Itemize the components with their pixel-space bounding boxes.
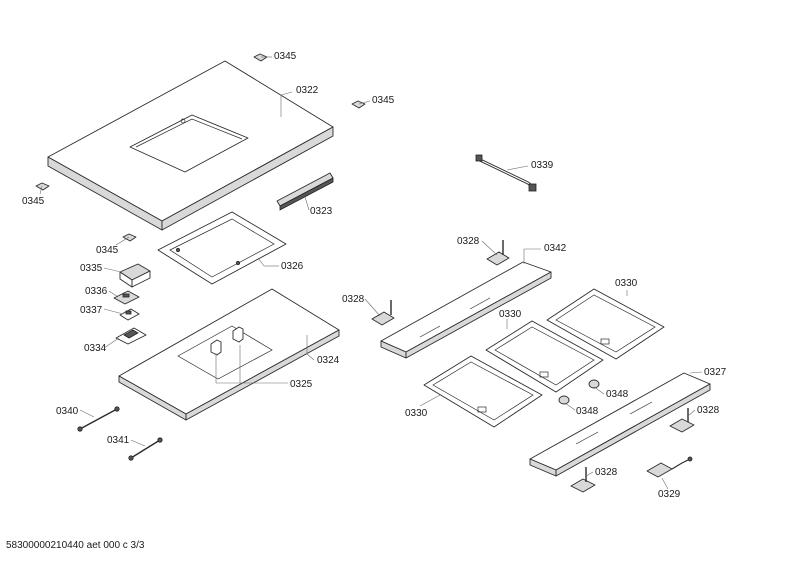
part-0326-frame[interactable] <box>157 211 287 285</box>
part-0334-socket[interactable] <box>115 327 147 345</box>
drawing-id-footer: 58300000210440 aet 000 c 3/3 <box>6 540 145 551</box>
part-0348-knob-a[interactable] <box>588 379 600 389</box>
callout-labels: 0345 0322 0345 0339 0345 0323 0345 0328 … <box>22 51 727 500</box>
part-0335-module[interactable] <box>119 263 151 288</box>
leader-lines <box>39 56 703 490</box>
callout-0328-a: 0328 <box>457 236 480 247</box>
part-0328-bracket-d[interactable] <box>570 467 596 493</box>
part-0341-rod[interactable] <box>128 437 163 461</box>
callout-0326: 0326 <box>281 261 304 272</box>
callout-0330-c: 0330 <box>405 408 428 419</box>
callout-0335: 0335 <box>80 263 103 274</box>
callout-0341: 0341 <box>107 435 130 446</box>
callout-0322: 0322 <box>296 85 319 96</box>
callout-0345-c: 0345 <box>22 196 45 207</box>
part-0330-filter-c[interactable] <box>423 355 543 428</box>
part-0345-clip-d[interactable] <box>122 233 137 242</box>
callout-0323: 0323 <box>310 206 333 217</box>
part-0323-strip[interactable] <box>276 172 334 211</box>
callout-0329: 0329 <box>658 489 681 500</box>
callout-0345-a: 0345 <box>274 51 297 62</box>
part-0329-lamp-harness[interactable] <box>646 456 693 478</box>
part-0328-bracket-c[interactable] <box>669 408 695 433</box>
callout-0342: 0342 <box>544 243 567 254</box>
callout-0340: 0340 <box>56 406 79 417</box>
callout-0345-b: 0345 <box>372 95 395 106</box>
part-0342-rail[interactable] <box>380 261 552 359</box>
part-0322-cover-panel[interactable] <box>47 60 334 231</box>
callout-0339: 0339 <box>531 160 554 171</box>
part-0330-filter-a[interactable] <box>546 288 665 360</box>
part-0324-base-tray[interactable] <box>118 288 340 421</box>
callout-0328-d: 0328 <box>595 467 618 478</box>
callout-0325: 0325 <box>290 379 313 390</box>
part-0345-clip-a[interactable] <box>253 53 268 62</box>
part-0330-filter-b[interactable] <box>485 320 604 393</box>
callout-0327: 0327 <box>704 367 727 378</box>
part-0327-rail[interactable] <box>529 372 711 477</box>
part-0328-bracket-a[interactable] <box>486 240 510 266</box>
part-0348-knob-b[interactable] <box>558 395 570 405</box>
callout-0345-d: 0345 <box>96 245 119 256</box>
part-0345-clip-c[interactable] <box>35 182 50 191</box>
callout-0348-b: 0348 <box>576 406 599 417</box>
part-0328-bracket-b[interactable] <box>371 300 395 326</box>
callout-0330-a: 0330 <box>615 278 638 289</box>
callout-0328-c: 0328 <box>697 405 720 416</box>
callout-0334: 0334 <box>84 343 107 354</box>
callout-0330-b: 0330 <box>499 309 522 320</box>
callout-0336: 0336 <box>85 286 108 297</box>
part-0340-rod[interactable] <box>77 406 120 432</box>
part-0337-connector[interactable] <box>119 308 140 321</box>
callout-0348-a: 0348 <box>606 389 629 400</box>
callout-0337: 0337 <box>80 305 103 316</box>
part-0345-clip-b[interactable] <box>351 100 366 109</box>
callout-0324: 0324 <box>317 355 340 366</box>
part-0339-harness[interactable] <box>475 154 537 192</box>
part-0336-board[interactable] <box>113 290 140 305</box>
callout-0328-b: 0328 <box>342 294 365 305</box>
